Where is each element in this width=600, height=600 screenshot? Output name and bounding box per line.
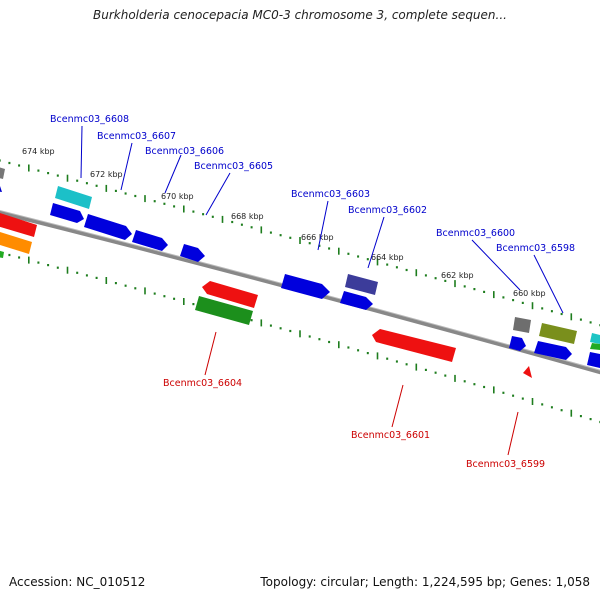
- gene-label-6602[interactable]: Bcenmc03_6602: [348, 205, 427, 216]
- gene-bar[interactable]: [590, 343, 600, 350]
- gene-bar[interactable]: [0, 166, 5, 179]
- gene-bar[interactable]: [55, 186, 92, 209]
- gene-label-6605[interactable]: Bcenmc03_6605: [194, 161, 273, 172]
- gene-label-6600[interactable]: Bcenmc03_6600: [436, 228, 515, 239]
- leader-line: [80, 125, 83, 179]
- leader-line: [205, 172, 231, 216]
- gene-label-6603[interactable]: Bcenmc03_6603: [291, 189, 370, 200]
- leader-line: [367, 216, 385, 269]
- gene-bar[interactable]: [180, 244, 205, 262]
- gene-bar[interactable]: [587, 352, 600, 368]
- gene-bar[interactable]: [539, 323, 577, 344]
- reverse-strand-genes: [0, 213, 532, 378]
- scale-label-670: 670 kbp: [161, 192, 194, 201]
- scale-label-664: 664 kbp: [371, 253, 404, 262]
- leader-line: [164, 154, 182, 194]
- gene-bar[interactable]: [281, 274, 330, 299]
- gene-bar[interactable]: [345, 274, 378, 295]
- gene-bar[interactable]: [534, 341, 572, 360]
- gene-bar[interactable]: [513, 317, 531, 333]
- scale-label-666: 666 kbp: [301, 233, 334, 242]
- scale-label-668: 668 kbp: [231, 212, 264, 221]
- gene-bar[interactable]: [509, 336, 526, 351]
- gene-bar[interactable]: [195, 296, 253, 325]
- scale-labels: 674 kbp 672 kbp 670 kbp 668 kbp 666 kbp …: [22, 147, 546, 298]
- topology-text: Topology: circular; Length: 1,224,595 bp…: [260, 575, 590, 589]
- gene-bar[interactable]: [0, 185, 2, 192]
- gene-label-6606[interactable]: Bcenmc03_6606: [145, 146, 224, 157]
- forward-gene-labels: Bcenmc03_6608 Bcenmc03_6607 Bcenmc03_660…: [50, 114, 575, 254]
- leader-line: [471, 239, 521, 291]
- accession-text: Accession: NC_010512: [9, 575, 146, 589]
- leader-line: [507, 411, 519, 456]
- leader-line: [317, 200, 329, 251]
- label-leaders: [80, 125, 564, 456]
- scale-label-660: 660 kbp: [513, 289, 546, 298]
- map-title: Burkholderia cenocepacia MC0-3 chromosom…: [93, 8, 507, 22]
- gene-label-6599[interactable]: Bcenmc03_6599: [466, 459, 545, 470]
- gene-label-6601[interactable]: Bcenmc03_6601: [351, 430, 430, 441]
- leader-line: [204, 331, 217, 376]
- gene-bar[interactable]: [50, 203, 84, 223]
- gene-bar[interactable]: [0, 213, 37, 237]
- gene-bar[interactable]: [84, 214, 132, 240]
- gene-label-6608[interactable]: Bcenmc03_6608: [50, 114, 129, 125]
- scale-label-672: 672 kbp: [90, 170, 123, 179]
- gene-label-6607[interactable]: Bcenmc03_6607: [97, 131, 176, 142]
- reverse-gene-labels: Bcenmc03_6604 Bcenmc03_6601 Bcenmc03_659…: [163, 378, 545, 470]
- gene-bar[interactable]: [202, 281, 258, 308]
- gene-bar[interactable]: [0, 232, 32, 254]
- gene-bar[interactable]: [372, 329, 456, 362]
- outer-tick-ring: [0, 159, 600, 327]
- gene-label-6604[interactable]: Bcenmc03_6604: [163, 378, 242, 389]
- gene-bar[interactable]: [590, 333, 600, 344]
- leader-line: [533, 254, 564, 314]
- gene-bar[interactable]: [523, 366, 532, 378]
- gene-bar[interactable]: [132, 230, 168, 251]
- scale-label-674: 674 kbp: [22, 147, 55, 156]
- gene-label-6598[interactable]: Bcenmc03_6598: [496, 243, 575, 254]
- gene-bar[interactable]: [340, 291, 373, 310]
- leader-line: [391, 384, 404, 428]
- gene-bar[interactable]: [0, 250, 4, 258]
- forward-strand-genes: [0, 166, 600, 368]
- leader-line: [120, 142, 133, 191]
- inner-tick-ring: [0, 251, 600, 424]
- scale-label-662: 662 kbp: [441, 271, 474, 280]
